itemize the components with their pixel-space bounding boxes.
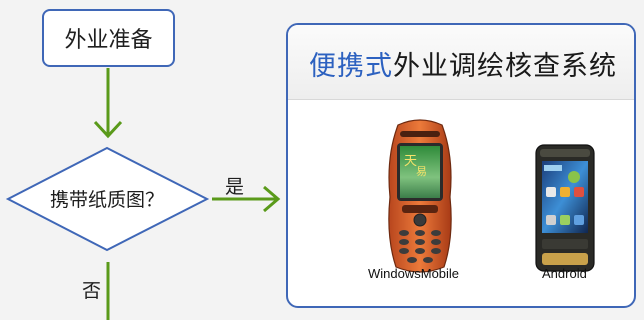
device-label-windowsmobile: WindowsMobile: [368, 266, 460, 281]
system-panel: 便携式外业调绘核查系统 天 易 WindowsMobil: [286, 23, 636, 308]
android-rugged-phone-icon: [535, 144, 595, 272]
panel-header: 便携式外业调绘核查系统: [288, 25, 634, 100]
device-label-android: Android: [542, 266, 587, 281]
start-box-label: 外业准备: [64, 28, 153, 53]
panel-title-rest: 外业调绘核查系统: [393, 51, 617, 82]
decision-label: 携带纸质图？: [49, 189, 164, 211]
svg-text:易: 易: [416, 165, 427, 178]
arrow-yes: [212, 185, 281, 213]
start-box-field-prep: 外业准备: [42, 9, 175, 67]
yes-label: 是: [225, 176, 245, 198]
decision-diamond: [5, 146, 210, 252]
svg-text:天: 天: [404, 154, 417, 169]
panel-title-highlight: 便携式: [309, 51, 393, 82]
panel-title: 便携式外业调绘核查系统: [298, 44, 628, 83]
rugged-handheld-phone-icon: 天 易: [388, 119, 452, 273]
no-label: 否: [82, 280, 102, 302]
arrow-start-to-decision: [93, 68, 123, 139]
